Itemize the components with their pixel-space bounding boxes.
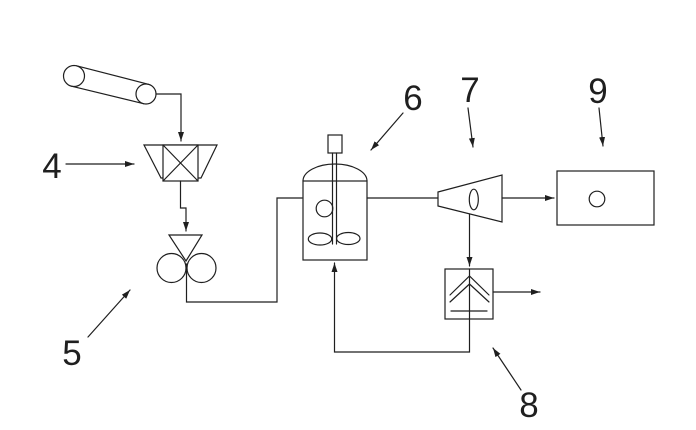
conveyor-pulley-right — [135, 83, 157, 105]
reactor-sight-circle — [315, 199, 334, 218]
leader-arrow-7 — [467, 107, 475, 148]
reactor-shell — [302, 180, 368, 261]
label-collector: 9 — [588, 72, 607, 111]
fan-wheel — [468, 188, 479, 211]
roller-right — [186, 252, 217, 284]
label-crusher: 4 — [42, 147, 61, 186]
reactor-dome — [302, 163, 368, 182]
separator-icon — [444, 268, 494, 320]
fan-casing — [437, 174, 503, 223]
part-labels: 4 5 6 7 8 9 — [42, 71, 607, 425]
roller-left — [156, 252, 187, 284]
collector-box-icon — [556, 170, 655, 226]
label-separator: 8 — [519, 386, 538, 425]
stirred-tank-reactor-icon — [302, 134, 368, 261]
label-fan: 7 — [460, 71, 479, 110]
line-rollers-to-reactor — [185, 197, 303, 303]
line-conveyor-to-crusher — [155, 93, 184, 142]
leader-arrow-6 — [370, 112, 404, 151]
leader-arrow-8 — [492, 347, 522, 391]
separator-chevron-upper — [449, 275, 490, 296]
agitator-motor — [327, 134, 343, 154]
leader-arrow-9 — [598, 107, 606, 147]
diagram-lines — [62, 64, 655, 391]
collector-port — [588, 190, 606, 208]
collector-shell — [556, 170, 655, 226]
crusher-icon — [143, 144, 218, 182]
conveyor-pulley-left — [62, 64, 86, 88]
crusher-x-diagonal2 — [162, 144, 199, 182]
label-stirred-tank: 6 — [403, 79, 422, 118]
line-recycle-to-reactor — [331, 262, 471, 353]
impeller-blade-left — [307, 232, 333, 246]
feed-hopper — [167, 234, 204, 263]
conveyor-belt-top — [75, 65, 149, 85]
conveyor-belt-bottom — [70, 85, 145, 105]
line-crusher-to-rollers — [179, 180, 189, 232]
belt-conveyor-icon — [62, 64, 157, 105]
label-roller-press: 5 — [62, 334, 81, 373]
separator-chevron-lower — [449, 283, 490, 303]
impeller-blade-right — [335, 231, 361, 246]
fan-icon — [437, 174, 503, 223]
leader-arrow-5 — [87, 289, 131, 338]
